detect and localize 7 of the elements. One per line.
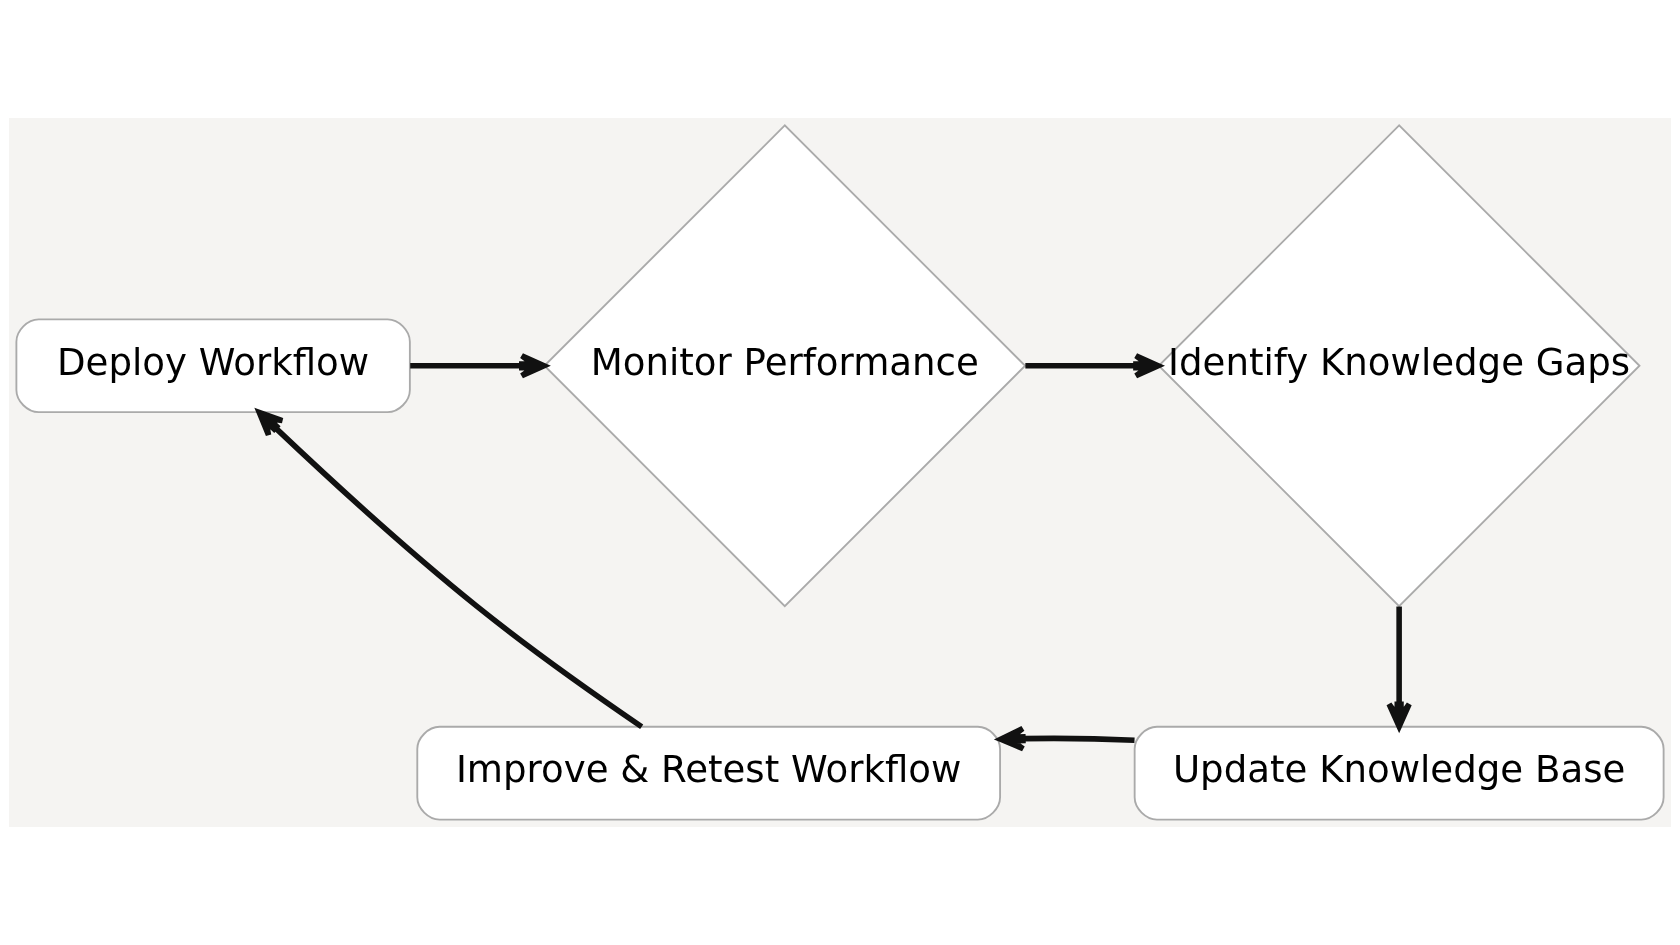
node-box: Update Knowledge Base [1133, 725, 1665, 821]
node-diamond: Monitor Performance [543, 124, 1027, 608]
node-diamond: Identify Knowledge Gaps [1157, 124, 1641, 608]
arrow [256, 409, 644, 729]
arrow [997, 725, 1135, 752]
node-box: Improve & Retest Workflow [416, 725, 1001, 821]
node-box: Deploy Workflow [15, 318, 411, 414]
